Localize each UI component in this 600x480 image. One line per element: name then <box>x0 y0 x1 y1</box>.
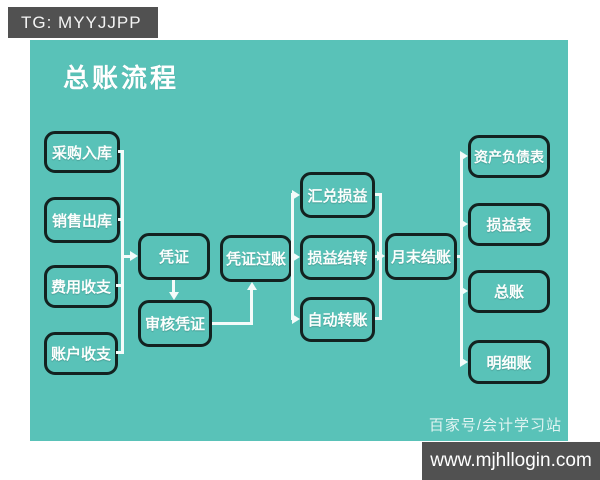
connector-line <box>212 322 253 325</box>
node-month-end-close: 月末结账 <box>385 233 457 280</box>
node-audit-voucher: 审核凭证 <box>138 300 212 347</box>
arrowhead-into-monthend <box>377 251 385 261</box>
arrowhead-into-audit <box>169 292 179 300</box>
connector-trunk-left <box>121 150 124 354</box>
node-purchase-inbound: 采购入库 <box>44 131 120 173</box>
connector-trunk-right <box>460 154 463 364</box>
telegram-badge: TG: MYYJJPP <box>8 7 158 38</box>
connector-line <box>121 255 131 258</box>
node-voucher-posting: 凭证过账 <box>220 235 292 282</box>
arrowhead-into-income-statement <box>460 219 468 229</box>
arrowhead-into-balance-sheet <box>460 151 468 161</box>
connector-line <box>250 290 253 325</box>
flowchart-canvas: 总账流程 采购入库 销售出库 费用收支 账户收支 凭证 审核凭证 凭证过账 汇兑… <box>30 40 568 441</box>
node-pl-carryover: 损益结转 <box>300 235 375 280</box>
connector-line <box>116 284 124 287</box>
watermark-text: 百家号/会计学习站 <box>428 417 562 434</box>
website-bar: www.mjhllogin.com <box>422 442 600 480</box>
node-account-inout: 账户收支 <box>44 332 118 375</box>
arrowhead-into-subsidiary-ledger <box>460 357 468 367</box>
connector-line <box>172 280 175 294</box>
node-balance-sheet: 资产负债表 <box>468 135 550 178</box>
arrowhead-into-carryover <box>292 252 300 262</box>
connector-line <box>375 193 382 196</box>
node-subsidiary-ledger: 明细账 <box>468 340 550 384</box>
node-general-ledger: 总账 <box>468 270 550 313</box>
node-voucher: 凭证 <box>138 233 210 280</box>
node-income-statement: 损益表 <box>468 203 550 246</box>
node-expense-inout: 费用收支 <box>44 265 118 308</box>
arrowhead-into-voucher <box>130 251 138 261</box>
arrowhead-into-exchange <box>292 190 300 200</box>
connector-line <box>116 351 124 354</box>
node-auto-transfer: 自动转账 <box>300 297 375 342</box>
connector-line <box>375 317 382 320</box>
node-exchange-gain-loss: 汇兑损益 <box>300 172 375 218</box>
diagram-title: 总账流程 <box>63 63 180 93</box>
arrowhead-into-posting <box>247 282 257 290</box>
arrowhead-into-autotransfer <box>292 314 300 324</box>
arrowhead-into-general-ledger <box>460 286 468 296</box>
node-sales-outbound: 销售出库 <box>44 197 120 243</box>
